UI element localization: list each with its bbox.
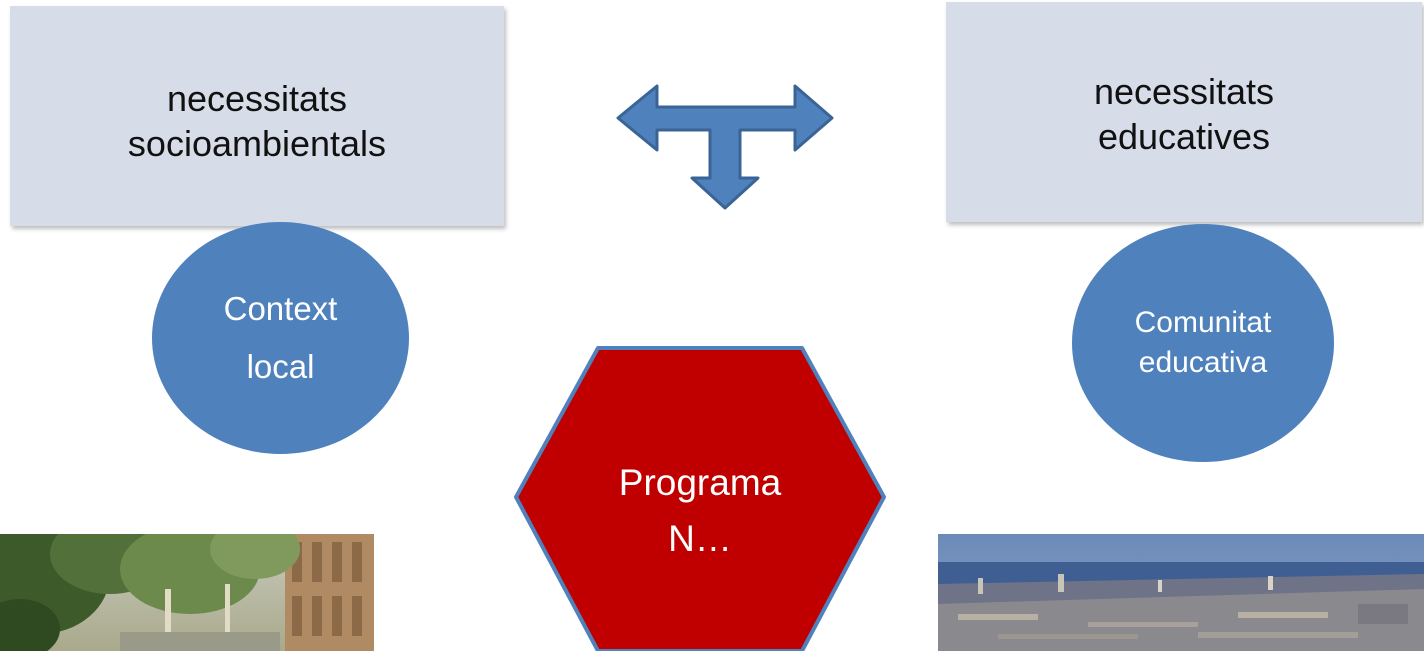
box-right-line1: necessitats <box>1093 71 1275 112</box>
program-hexagon <box>514 346 886 651</box>
educational-needs-box: necessitats educatives <box>946 2 1422 222</box>
three-way-arrow-icon <box>616 84 834 210</box>
socioenvironmental-needs-box: necessitats socioambientals <box>10 6 504 226</box>
box-right-line2: educatives <box>1097 116 1271 157</box>
street-trees-photo <box>0 534 374 651</box>
box-left-line1: necessitats <box>166 78 348 119</box>
educational-community-circle: Comunitat educativa <box>1072 224 1334 462</box>
circle-left-line2: local <box>246 348 315 385</box>
circle-left-line1: Context <box>223 290 338 328</box>
program-hexagon-label: Programa N… <box>560 455 840 566</box>
local-context-circle: Context local <box>152 222 409 454</box>
circle-right-line2: educativa <box>1138 346 1268 379</box>
box-left-line2: socioambientals <box>127 123 387 164</box>
circle-right-line1: Comunitat <box>1134 305 1272 339</box>
city-coast-photo <box>938 534 1424 651</box>
hexagon-line1: Programa <box>618 462 782 503</box>
hexagon-line2: N… <box>668 517 732 559</box>
